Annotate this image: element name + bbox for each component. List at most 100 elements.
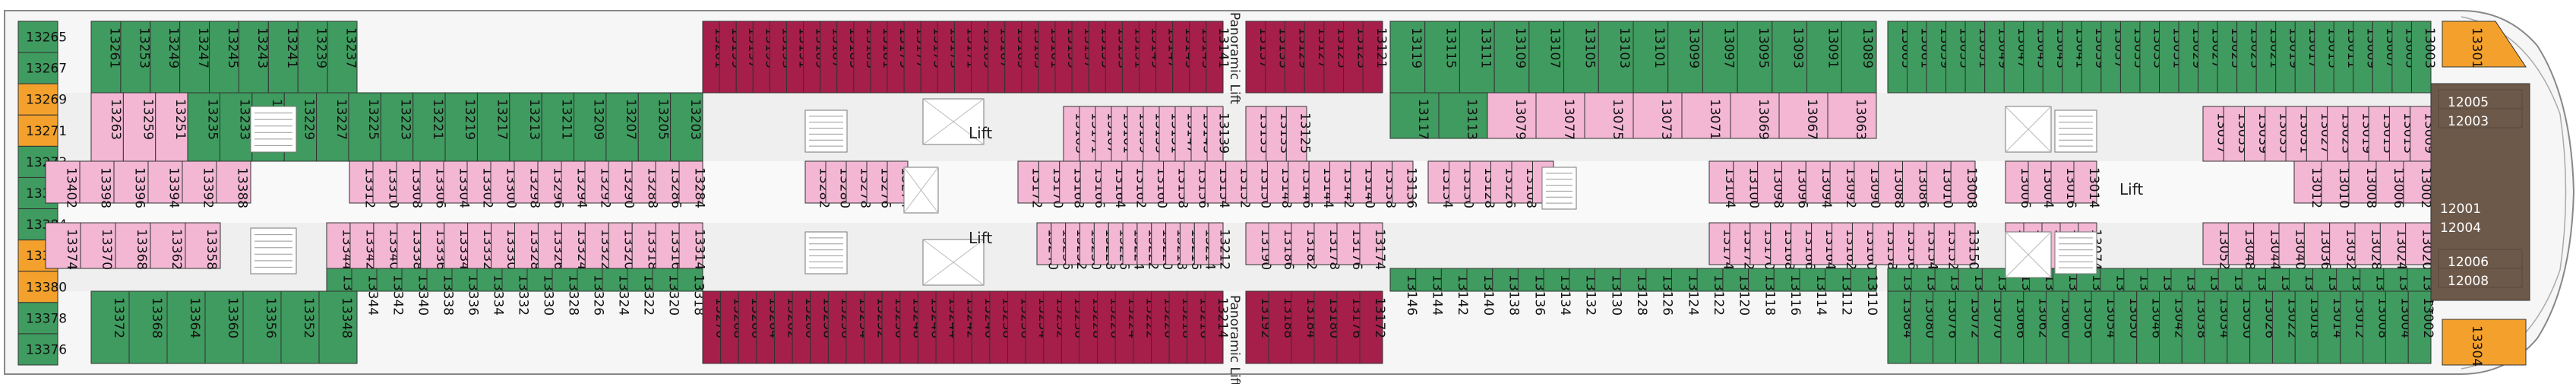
top-row-cabin[interactable]	[1907, 21, 1927, 94]
top-row-cabin[interactable]	[2119, 21, 2141, 94]
top-inner-cabin[interactable]	[1827, 92, 1877, 139]
bottom-inner-cabin[interactable]	[677, 268, 703, 292]
mid-bottom-cabin[interactable]	[514, 222, 539, 269]
top-row-cabin[interactable]	[2372, 21, 2393, 94]
aft-cabin[interactable]	[17, 333, 58, 366]
top-row-cabin[interactable]	[1926, 21, 1947, 94]
mid-bottom-cabin[interactable]	[1708, 222, 1731, 265]
top-row-cabin[interactable]	[2410, 21, 2432, 94]
bottom-inner-cabin[interactable]	[1543, 268, 1570, 292]
bottom-row-cabin[interactable]	[318, 290, 358, 364]
top-inner-cabin[interactable]	[122, 92, 156, 162]
mid-top-cabin[interactable]	[1757, 160, 1782, 204]
bottom-row-cabin[interactable]	[1910, 290, 1934, 364]
top-inner-cabin[interactable]	[1438, 92, 1488, 139]
bottom-row-cabin[interactable]	[1245, 290, 1269, 364]
mid-bottom-cabin[interactable]	[2202, 222, 2229, 265]
bottom-row-cabin[interactable]	[2363, 290, 2386, 364]
top-inner-cabin[interactable]	[2368, 106, 2390, 162]
mid-bottom-cabin[interactable]	[115, 222, 151, 269]
mid-top-cabin[interactable]	[216, 160, 251, 204]
mid-bottom-cabin[interactable]	[1313, 222, 1338, 265]
top-row-cabin[interactable]	[2159, 21, 2179, 94]
mid-bottom-cabin[interactable]	[2405, 222, 2432, 265]
bottom-row-cabin[interactable]	[1933, 290, 1956, 364]
mid-bottom-cabin[interactable]	[631, 222, 656, 269]
mid-top-cabin[interactable]	[466, 160, 491, 204]
top-row-cabin[interactable]	[2236, 21, 2257, 94]
bottom-row-cabin[interactable]	[280, 290, 320, 364]
top-row-cabin[interactable]	[1265, 21, 1285, 94]
mid-bottom-cabin[interactable]	[1336, 222, 1361, 265]
mid-bottom-cabin[interactable]	[2329, 222, 2356, 265]
bottom-inner-cabin[interactable]	[1671, 268, 1698, 292]
mid-top-cabin[interactable]	[1350, 160, 1372, 204]
bottom-row-cabin[interactable]	[2317, 290, 2341, 364]
top-row-cabin[interactable]	[1343, 21, 1364, 94]
top-row-cabin[interactable]	[1841, 21, 1877, 94]
bottom-inner-cabin[interactable]	[1722, 268, 1749, 292]
top-inner-cabin[interactable]	[1266, 106, 1287, 162]
mid-bottom-cabin[interactable]	[1791, 222, 1813, 265]
top-inner-cabin[interactable]	[2306, 106, 2328, 162]
top-inner-cabin[interactable]	[2202, 106, 2224, 162]
bottom-row-cabin[interactable]	[1313, 290, 1338, 364]
top-row-cabin[interactable]	[2081, 21, 2102, 94]
mid-bottom-cabin[interactable]	[1359, 222, 1383, 265]
top-inner-cabin[interactable]	[1730, 92, 1780, 139]
top-row-cabin[interactable]	[2255, 21, 2277, 94]
bottom-inner-cabin[interactable]	[2147, 268, 2172, 292]
top-row-cabin[interactable]	[2217, 21, 2238, 94]
top-inner-cabin[interactable]	[1245, 106, 1267, 162]
top-inner-cabin[interactable]	[348, 92, 381, 162]
top-row-cabin[interactable]	[1667, 21, 1703, 94]
mid-top-cabin[interactable]	[1854, 160, 1879, 204]
mid-bottom-cabin[interactable]	[444, 222, 469, 269]
top-row-cabin[interactable]	[209, 21, 239, 94]
mid-top-cabin[interactable]	[845, 160, 868, 204]
top-row-cabin[interactable]	[1598, 21, 1634, 94]
bottom-row-cabin[interactable]	[1291, 290, 1315, 364]
mid-top-cabin[interactable]	[2321, 160, 2350, 204]
top-inner-cabin[interactable]	[412, 92, 446, 162]
bottom-inner-cabin[interactable]	[1748, 268, 1775, 292]
top-inner-cabin[interactable]	[2285, 106, 2307, 162]
mid-top-cabin[interactable]	[584, 160, 609, 204]
bottom-inner-cabin[interactable]	[426, 268, 453, 292]
top-inner-cabin[interactable]	[2244, 106, 2266, 162]
top-inner-cabin[interactable]	[605, 92, 639, 162]
bottom-inner-cabin[interactable]	[1981, 268, 2006, 292]
top-row-cabin[interactable]	[238, 21, 269, 94]
mid-bottom-cabin[interactable]	[467, 222, 492, 269]
bottom-inner-cabin[interactable]	[351, 268, 378, 292]
top-row-cabin[interactable]	[1528, 21, 1565, 94]
bottom-inner-cabin[interactable]	[2170, 268, 2195, 292]
bottom-row-cabin[interactable]	[2046, 290, 2069, 364]
bottom-inner-cabin[interactable]	[1850, 268, 1877, 292]
bottom-inner-cabin[interactable]	[526, 268, 553, 292]
mid-top-cabin[interactable]	[1829, 160, 1855, 204]
top-inner-cabin[interactable]	[637, 92, 672, 162]
top-inner-cabin[interactable]	[444, 92, 478, 162]
top-row-cabin[interactable]	[1424, 21, 1460, 94]
top-row-cabin[interactable]	[1887, 21, 1908, 94]
bottom-inner-cabin[interactable]	[1466, 268, 1493, 292]
mid-top-cabin[interactable]	[1184, 160, 1206, 204]
mid-top-cabin[interactable]	[1059, 160, 1081, 204]
mid-top-cabin[interactable]	[825, 160, 847, 204]
mid-top-cabin[interactable]	[1805, 160, 1831, 204]
top-row-cabin[interactable]	[2314, 21, 2334, 94]
mid-top-cabin[interactable]	[45, 160, 81, 204]
bottom-row-cabin[interactable]	[2000, 290, 2024, 364]
top-inner-cabin[interactable]	[1633, 92, 1683, 139]
mid-top-cabin[interactable]	[182, 160, 217, 204]
mid-top-cabin[interactable]	[1733, 160, 1759, 204]
bottom-inner-cabin[interactable]	[1517, 268, 1544, 292]
mid-top-cabin[interactable]	[537, 160, 562, 204]
mid-top-cabin[interactable]	[804, 160, 827, 204]
top-row-cabin[interactable]	[2333, 21, 2354, 94]
mid-top-cabin[interactable]	[2028, 160, 2052, 204]
mid-top-cabin[interactable]	[2073, 160, 2097, 204]
bottom-row-cabin[interactable]	[1887, 290, 1911, 364]
bottom-row-cabin[interactable]	[2113, 290, 2138, 364]
